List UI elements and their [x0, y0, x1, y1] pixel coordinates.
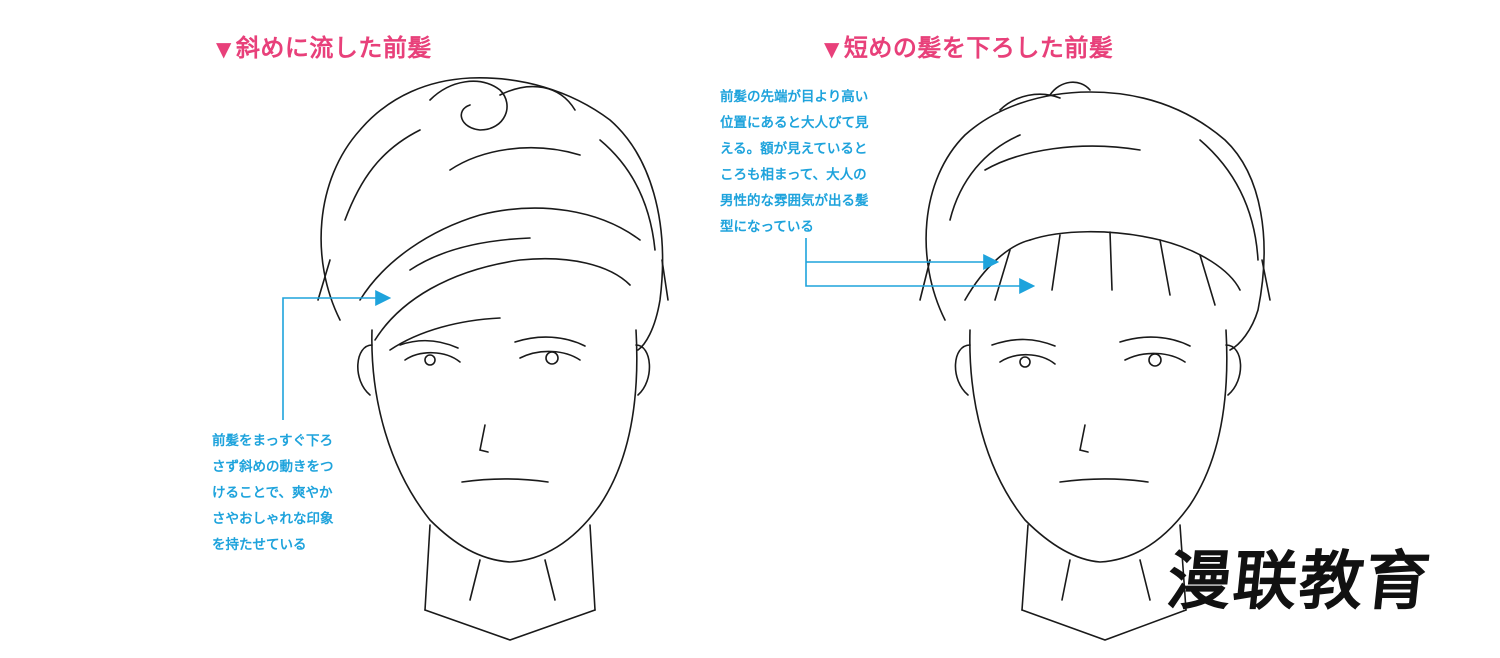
- left-heading: ▼斜めに流した前髪: [216, 28, 432, 63]
- left-annotation: 前髪をまっすぐ下ろ さず斜めの動きをつ けることで、爽やか さやおしゃれな印象 …: [212, 433, 334, 553]
- left-head-drawing: [317, 77, 669, 641]
- right-annotation: 前髪の先端が目より高い 位置にあると大人びて見 える。額が見えていると ころも相…: [720, 89, 869, 235]
- right-heading: ▼短めの髪を下ろした前髪: [824, 28, 1113, 63]
- triangle-marker-icon: ▼: [824, 37, 840, 61]
- right-heading-text: 短めの髪を下ろした前髪: [843, 34, 1114, 62]
- left-heading-text: 斜めに流した前髪: [235, 34, 432, 62]
- left-callout-arrow: [282, 290, 392, 420]
- right-head-drawing: [919, 81, 1271, 641]
- right-callout-arrows: [805, 238, 1036, 294]
- triangle-marker-icon: ▼: [216, 37, 232, 61]
- watermark-logo: 漫联教育: [1163, 544, 1436, 619]
